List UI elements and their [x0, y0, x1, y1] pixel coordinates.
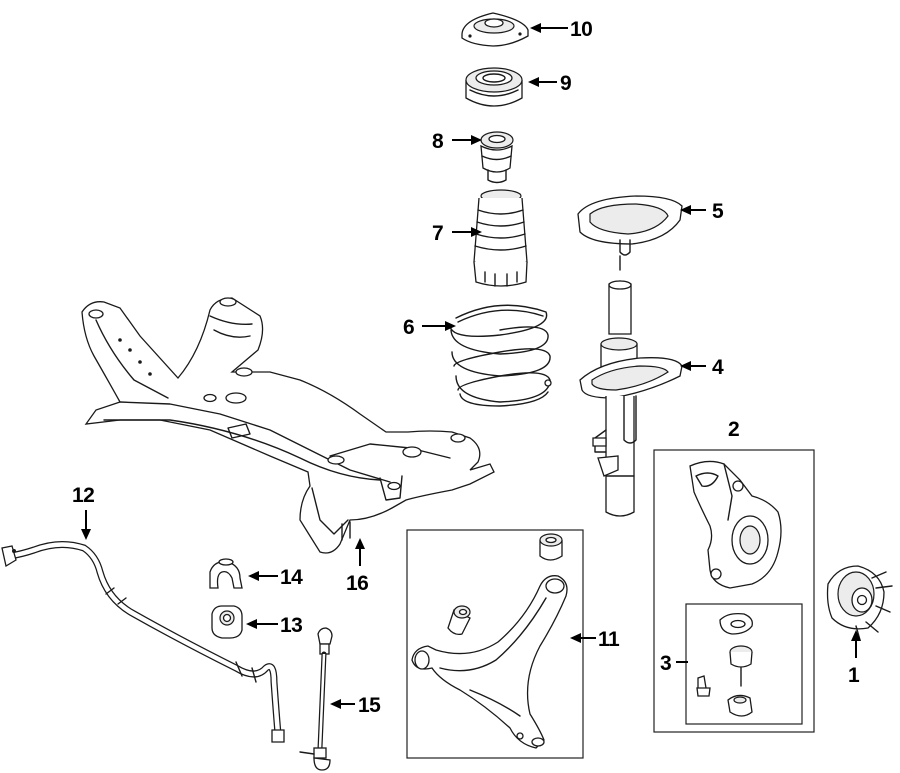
subframe: [81, 297, 495, 554]
callout-6: 6: [403, 316, 414, 339]
ball-joint-kit: [696, 612, 753, 717]
leader-lines: [81, 23, 861, 709]
callout-8: 8: [432, 130, 444, 153]
callout-1: 1: [848, 664, 860, 687]
callout-16: 16: [346, 572, 368, 595]
knuckle-box: [653, 449, 815, 733]
callout-5: 5: [712, 200, 724, 223]
control-arm-box: [406, 529, 584, 759]
strut-mount: [461, 12, 529, 47]
callout-3: 3: [660, 652, 671, 675]
stabilizer-bushing: [211, 605, 243, 639]
ball-joint-box: [685, 603, 803, 725]
callout-2: 2: [728, 418, 739, 441]
stabilizer-link: [299, 627, 333, 771]
wheel-hub: [826, 565, 893, 641]
bushing-clamp: [209, 558, 243, 589]
bump-stop: [480, 131, 514, 184]
callout-9: 9: [560, 72, 571, 95]
dust-boot: [473, 189, 528, 287]
spring-seat: [577, 195, 683, 256]
callout-15: 15: [358, 694, 381, 717]
callout-7: 7: [432, 222, 443, 245]
coil-spring: [449, 304, 552, 407]
steering-knuckle: [689, 460, 782, 589]
callout-12: 12: [72, 484, 94, 507]
callout-4: 4: [712, 356, 724, 379]
callout-11: 11: [598, 628, 620, 651]
callout-14: 14: [280, 566, 303, 589]
callout-10: 10: [570, 18, 592, 41]
callout-13: 13: [280, 614, 302, 637]
lower-control-arm: [411, 533, 568, 749]
strut-assembly: [579, 255, 683, 517]
strut-bearing: [465, 67, 523, 107]
callout-labels: 1 2 3 4 5 6 7 8 9 10 11 12 13 14 15 16: [72, 18, 861, 717]
stabilizer-bar: [1, 541, 285, 743]
